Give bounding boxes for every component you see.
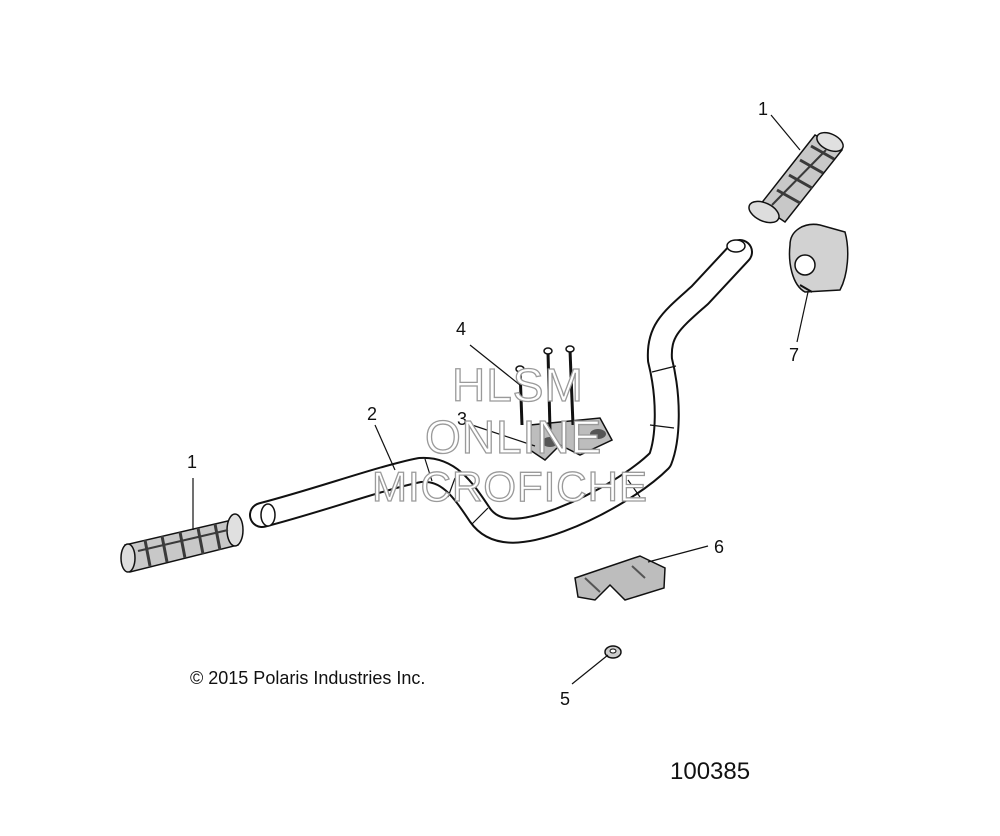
copyright-notice: © 2015 Polaris Industries Inc. xyxy=(190,668,426,688)
watermark-line-3: MICROFICHE xyxy=(371,463,648,510)
left-grip xyxy=(120,513,244,573)
figure-number: 100385 xyxy=(670,758,751,785)
callout-4: 4 xyxy=(456,319,467,339)
watermark-line-1: HLSM xyxy=(451,359,584,411)
callout-7: 7 xyxy=(789,345,800,365)
callout-6: 6 xyxy=(714,537,725,557)
right-grip xyxy=(748,131,844,224)
callout-1-right: 1 xyxy=(758,99,769,119)
handlebar xyxy=(249,239,753,544)
callout-2: 2 xyxy=(367,404,378,424)
lower-clamp xyxy=(574,555,666,601)
nut xyxy=(604,645,622,659)
bolts xyxy=(515,345,575,431)
callout-5: 5 xyxy=(560,689,571,709)
callout-1-left: 1 xyxy=(187,452,198,472)
leader-lines xyxy=(192,114,809,685)
throttle-housing xyxy=(788,223,849,293)
watermark-line-2: ONLINE xyxy=(424,411,603,463)
callout-3: 3 xyxy=(457,409,468,429)
